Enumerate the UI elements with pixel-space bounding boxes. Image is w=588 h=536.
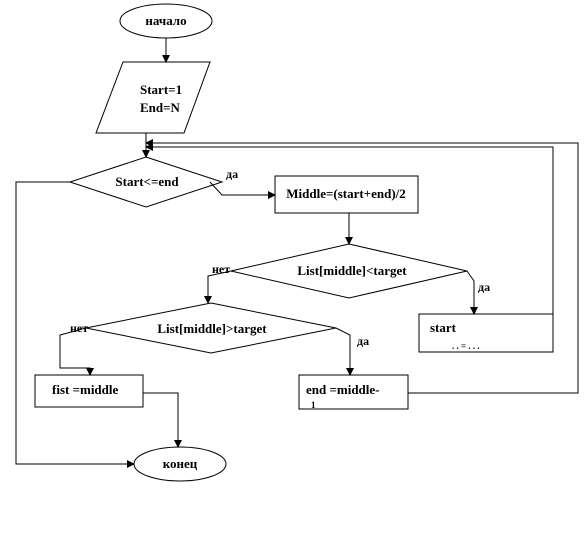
cond2-no-label: нет — [212, 262, 230, 276]
arrow-cond3-yes — [335, 327, 354, 376]
loop-start-update-back — [145, 143, 554, 332]
arrow-cond3-no — [59, 327, 94, 376]
middle-calc-text: Middle=(start+end)/2 — [286, 186, 406, 201]
end-label: конец — [163, 456, 198, 471]
fist-middle-text: fist =middle — [52, 382, 118, 397]
end-update-line1: end =middle- — [306, 382, 380, 397]
cond1-text: Start<=end — [115, 174, 179, 189]
end-update-box — [298, 374, 409, 410]
start-update-box — [418, 313, 554, 353]
start-update-line1: start — [430, 320, 457, 335]
cond3-text: List[middle]>target — [157, 321, 267, 336]
arrow-cond2-no — [204, 270, 232, 304]
fist-middle-box — [34, 374, 144, 408]
arrow-cond2-yes — [466, 270, 478, 315]
condition-start-le-end — [68, 156, 224, 208]
start-label: начало — [145, 13, 186, 28]
end-update-line2: 1 — [311, 400, 316, 410]
init-line1: Start=1 — [140, 82, 182, 97]
cond2-text: List[middle]<target — [297, 263, 407, 278]
loop-end-update-back — [145, 139, 579, 394]
init-line2: End=N — [140, 100, 181, 115]
arrow-cond1-yes — [209, 181, 276, 199]
cond1-yes-label: да — [226, 167, 238, 181]
cond2-yes-label: да — [478, 280, 490, 294]
condition-list-gt-target — [85, 302, 337, 354]
middle-calc-box — [274, 175, 419, 214]
condition-list-lt-target — [230, 243, 468, 299]
init-parallelogram — [95, 61, 211, 134]
cond3-no-label: нет — [70, 321, 88, 335]
start-update-line2: . . = . . . — [452, 341, 480, 351]
arrow-fist-to-end — [143, 392, 182, 448]
arrow-cond1-no-to-end — [15, 181, 135, 468]
cond3-yes-label: да — [357, 334, 369, 348]
